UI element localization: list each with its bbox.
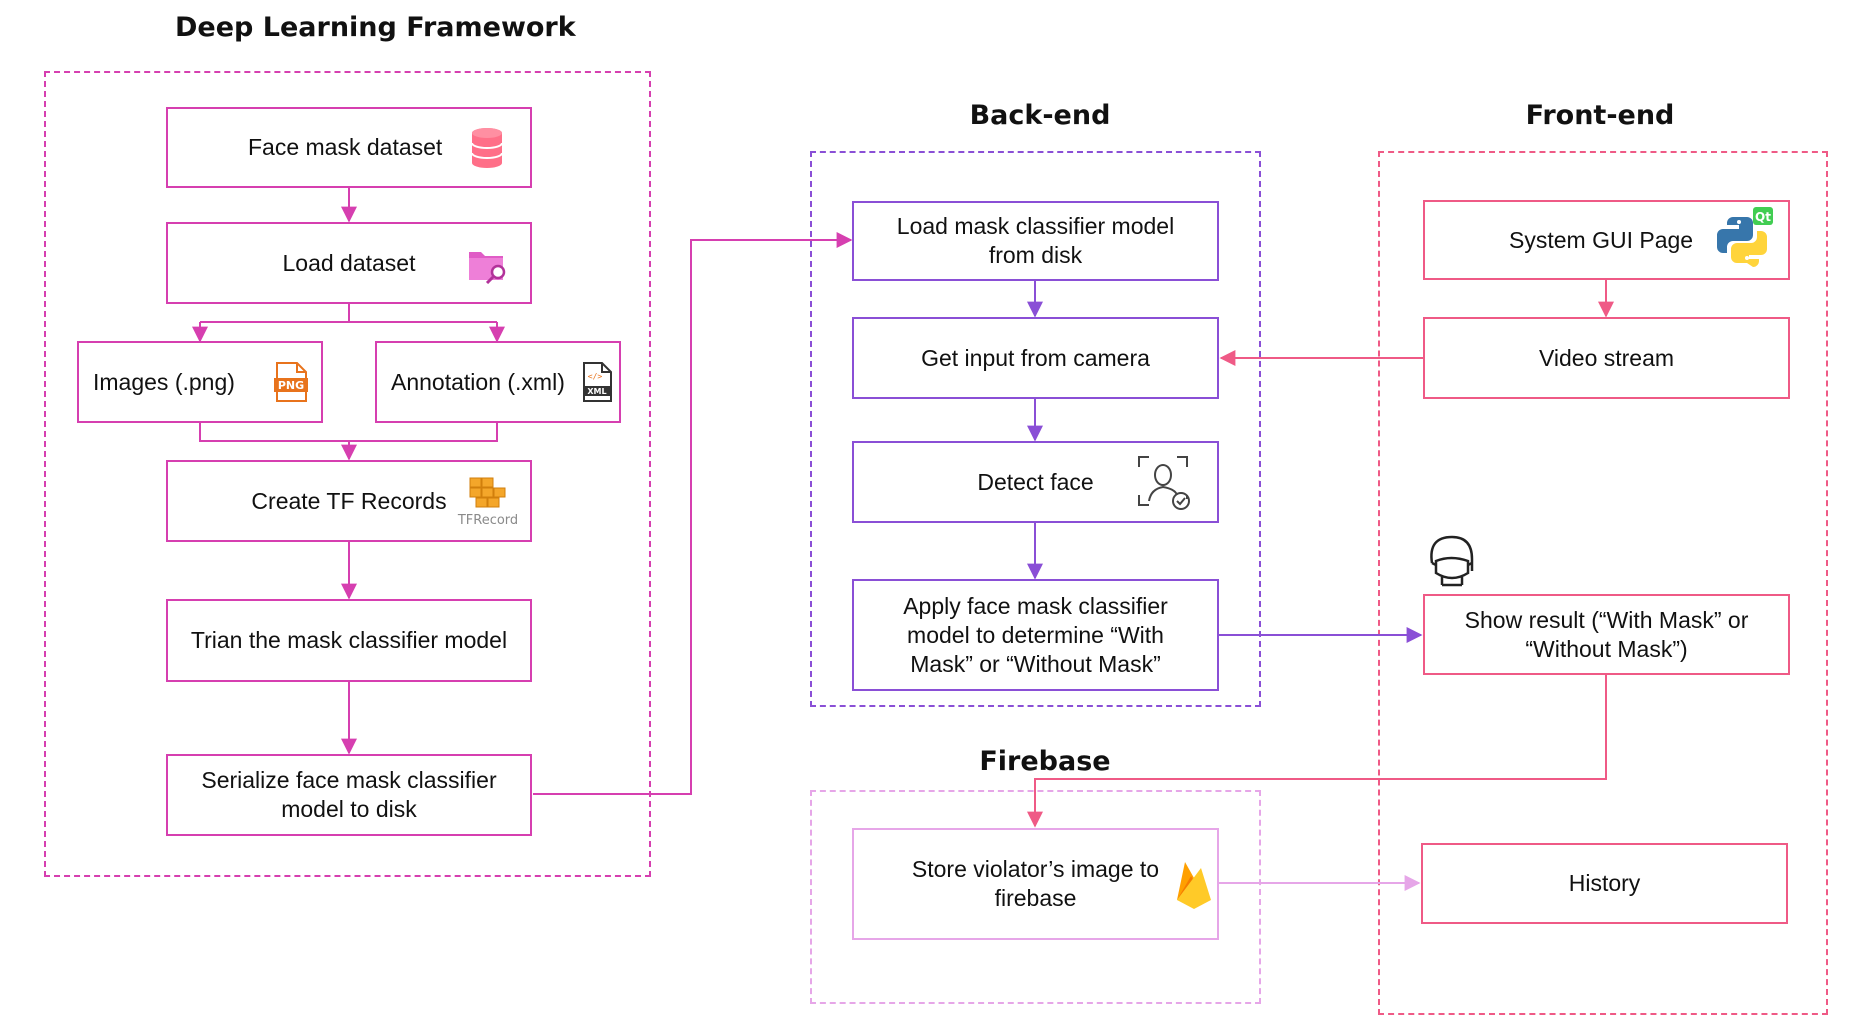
load-model-label: Load mask classifier model from disk xyxy=(896,213,1175,268)
apply-classifier-node: Apply face mask classifier model to dete… xyxy=(852,579,1219,691)
arrow-load-to-split xyxy=(199,304,498,341)
history-label: History xyxy=(1568,870,1641,896)
firebase-title: Firebase xyxy=(979,746,1111,777)
images-png-node: Images (.png) xyxy=(77,341,323,423)
svg-text:Qt: Qt xyxy=(1755,210,1771,224)
face-mask-dataset-node: Face mask dataset xyxy=(166,107,532,188)
svg-text:</>: </> xyxy=(588,372,603,381)
load-dataset-label: Load dataset xyxy=(282,249,416,276)
train-model-node: Trian the mask classifier model xyxy=(166,599,532,682)
arrow-result-to-store xyxy=(1027,675,1607,828)
arrow-merge-to-tfrecords xyxy=(199,423,498,459)
system-gui-label: System GUI Page xyxy=(1509,226,1694,253)
create-tf-records-label: Create TF Records xyxy=(251,487,447,514)
deep-learning-framework-group xyxy=(44,71,651,877)
arrow-serialize-to-load-model xyxy=(533,232,853,795)
backend-group xyxy=(810,151,1261,707)
get-input-label: Get input from camera xyxy=(921,344,1150,371)
show-result-node: Show result (“With Mask” or “Without Mas… xyxy=(1423,594,1790,675)
folder-search-icon xyxy=(468,246,510,289)
annotation-xml-node: Annotation (.xml) xyxy=(375,341,621,423)
create-tf-records-node: Create TF Records xyxy=(166,460,532,542)
load-model-node: Load mask classifier model from disk xyxy=(852,201,1219,281)
get-input-node: Get input from camera xyxy=(852,317,1219,399)
backend-title: Back-end xyxy=(969,100,1111,131)
png-file-icon: PNG xyxy=(273,362,309,407)
images-png-label: Images (.png) xyxy=(93,368,235,395)
firebase-icon xyxy=(1175,860,1213,915)
svg-text:TFRecord: TFRecord xyxy=(457,513,518,528)
face-scan-icon xyxy=(1137,455,1193,516)
serialize-model-label: Serialize face mask classifier model to … xyxy=(201,767,497,822)
python-qt-icon: Qt xyxy=(1713,205,1777,274)
store-image-node: Store violator’s image to firebase xyxy=(852,828,1219,940)
frontend-group xyxy=(1378,151,1828,1015)
apply-classifier-label: Apply face mask classifier model to dete… xyxy=(903,592,1168,677)
svg-text:XML: XML xyxy=(587,387,606,396)
frontend-title: Front-end xyxy=(1525,100,1675,131)
store-image-label: Store violator’s image to firebase xyxy=(911,856,1160,911)
annotation-xml-label: Annotation (.xml) xyxy=(391,368,565,395)
video-stream-label: Video stream xyxy=(1538,344,1675,371)
train-model-label: Trian the mask classifier model xyxy=(190,627,508,653)
face-mask-dataset-label: Face mask dataset xyxy=(248,134,443,160)
video-stream-node: Video stream xyxy=(1423,317,1790,399)
database-icon xyxy=(471,127,503,174)
tfrecord-icon: TFRecord xyxy=(456,474,520,535)
masked-face-icon xyxy=(1426,533,1476,594)
detect-face-label: Detect face xyxy=(977,468,1094,495)
deep-learning-framework-title: Deep Learning Framework xyxy=(175,12,576,43)
xml-file-icon: </> XML xyxy=(581,362,613,407)
show-result-label: Show result (“With Mask” or “Without Mas… xyxy=(1464,606,1749,662)
serialize-model-node: Serialize face mask classifier model to … xyxy=(166,754,532,836)
history-node: History xyxy=(1421,843,1788,924)
svg-text:PNG: PNG xyxy=(278,379,304,392)
